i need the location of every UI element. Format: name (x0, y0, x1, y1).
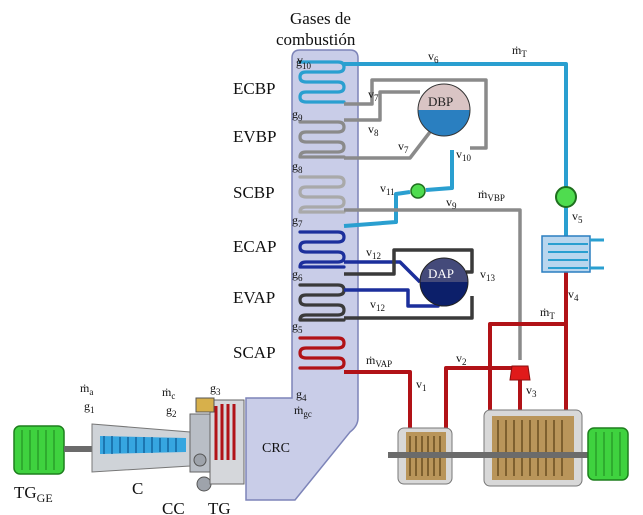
label-v8: v8 (368, 122, 379, 138)
scap-coil (298, 336, 346, 370)
label-g1: g1 (84, 399, 95, 415)
label-v12-top: v12 (366, 245, 381, 261)
label-v6: v6 (428, 49, 439, 65)
pump-low-icon (410, 183, 426, 199)
gases-title-line2: combustión (276, 30, 356, 49)
label-v5: v5 (572, 209, 583, 225)
label-m-t-top: ṁT (512, 43, 527, 59)
compressor (91, 423, 191, 473)
label-v12-bottom: v12 (370, 297, 385, 313)
gray-piping (344, 78, 522, 360)
light-blue-piping (343, 62, 568, 236)
section-label-ecbp: ECBP (233, 79, 276, 98)
label-compressor: C (132, 479, 143, 498)
label-m-t-right: ṁT (540, 305, 555, 321)
gas-shaft (64, 446, 98, 452)
section-label-scap: SCAP (233, 343, 276, 362)
label-g2: g2 (166, 403, 177, 419)
label-v2: v2 (456, 351, 467, 367)
label-v1: v1 (416, 377, 427, 393)
label-v10: v10 (456, 147, 472, 163)
valve-icon (509, 365, 531, 381)
label-v13: v13 (480, 267, 496, 283)
evbp-coil (298, 120, 346, 159)
label-g8: g8 (292, 159, 303, 175)
ecbp-coil (298, 60, 346, 104)
label-v9: v9 (446, 195, 457, 211)
label-v11: v11 (380, 181, 395, 197)
dap-drum: DAP (419, 257, 469, 307)
evap-coil (298, 283, 346, 322)
scbp-coil (298, 175, 346, 214)
red-piping (344, 260, 568, 430)
dbp-drum: DBP (417, 83, 471, 137)
label-m-vap: ṁVAP (366, 353, 392, 369)
dbp-label: DBP (428, 94, 453, 109)
label-m-a: ṁa (80, 381, 93, 397)
label-m-c: ṁc (162, 385, 175, 401)
dark-gray-piping (344, 248, 474, 320)
label-cc: CC (162, 499, 185, 515)
label-v7-top: v7 (368, 87, 379, 103)
steam-generator (587, 427, 629, 481)
label-g4: g4 (296, 387, 307, 403)
label-crc: CRC (262, 441, 290, 456)
gas-duct-panel (245, 49, 359, 501)
label-tg: TG (208, 499, 231, 515)
ecap-coil (298, 230, 346, 269)
label-v7-bottom: v7 (398, 139, 409, 155)
label-v3: v3 (526, 383, 537, 399)
section-label-evbp: EVBP (233, 127, 276, 146)
gases-title-line1: Gases de (290, 9, 351, 28)
label-g5: g5 (292, 319, 303, 335)
section-label-ecap: ECAP (233, 237, 276, 256)
label-g6: g6 (292, 267, 303, 283)
combustion-chamber (189, 413, 212, 492)
fuel-injector-icon (195, 397, 215, 413)
label-g7: g7 (292, 213, 303, 229)
condenser-icon (541, 235, 604, 273)
section-label-scbp: SCBP (233, 183, 275, 202)
steam-shaft (388, 452, 588, 458)
gas-generator (13, 425, 65, 475)
steam-turbine-lp (483, 409, 583, 487)
svg-text:v: v (297, 53, 303, 67)
pump-main-icon (555, 186, 577, 208)
dap-label: DAP (428, 266, 454, 281)
gas-turbine (209, 399, 245, 485)
label-tg-ge: TGGE (14, 483, 53, 505)
label-g3: g3 (210, 381, 221, 397)
point-labels: v (297, 53, 303, 67)
section-label-evap: EVAP (233, 288, 275, 307)
label-v4: v4 (568, 287, 579, 303)
stream-labels: g10 g9 g8 g7 g6 g5 g4 ṁgc g3 g2 ṁc ṁa g1… (80, 43, 583, 419)
label-m-vbp: ṁVBP (478, 187, 505, 203)
label-g9: g9 (292, 107, 303, 123)
